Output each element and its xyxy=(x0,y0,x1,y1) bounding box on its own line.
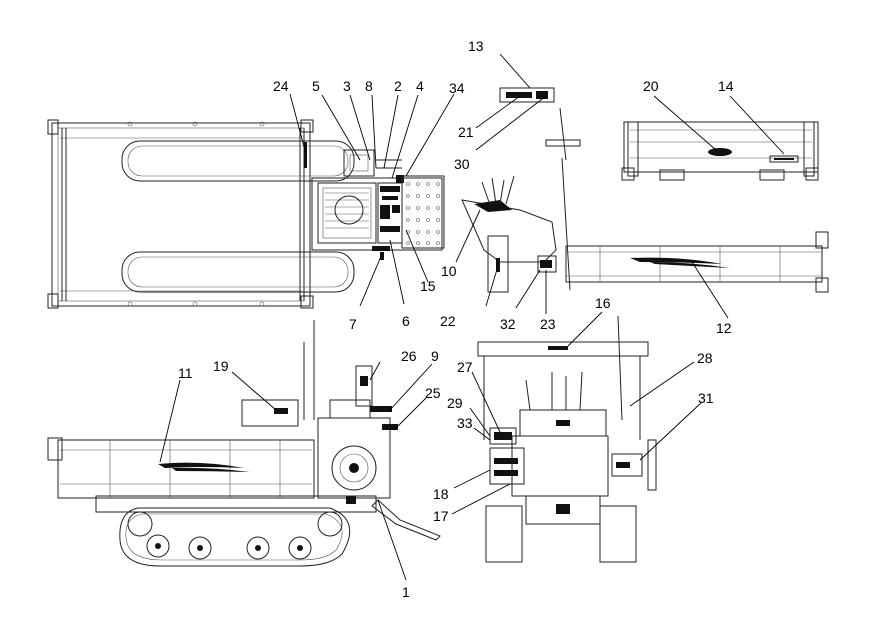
callout-13: 13 xyxy=(468,38,484,54)
callout-4: 4 xyxy=(416,78,424,94)
callout-2: 2 xyxy=(394,78,402,94)
callout-34: 34 xyxy=(449,80,465,96)
callout-15: 15 xyxy=(420,278,436,294)
callout-30: 30 xyxy=(454,156,470,172)
callout-27: 27 xyxy=(457,359,473,375)
callout-20: 20 xyxy=(643,78,659,94)
callout-16: 16 xyxy=(595,295,611,311)
callout-22: 22 xyxy=(440,313,456,329)
callout-3: 3 xyxy=(343,78,351,94)
callout-11: 11 xyxy=(178,365,193,381)
callout-32: 32 xyxy=(500,316,516,332)
decal-detail xyxy=(499,87,555,103)
front-view xyxy=(477,315,657,563)
callout-23: 23 xyxy=(540,316,556,332)
leader-lines xyxy=(159,53,785,581)
callout-19: 19 xyxy=(213,358,229,374)
callout-9: 9 xyxy=(431,348,439,364)
callout-26: 26 xyxy=(401,348,417,364)
callout-8: 8 xyxy=(365,78,373,94)
callout-29: 29 xyxy=(447,395,463,411)
callout-33: 33 xyxy=(457,415,473,431)
callout-25: 25 xyxy=(425,385,441,401)
callout-17: 17 xyxy=(433,508,449,524)
rear-view xyxy=(621,121,819,181)
callout-21: 21 xyxy=(458,124,474,140)
callout-10: 10 xyxy=(441,263,457,279)
top-view xyxy=(47,119,445,309)
side-view xyxy=(47,320,441,567)
callout-labels: 1 2 3 4 5 6 7 8 9 10 11 12 13 14 15 16 1… xyxy=(178,38,734,600)
raised-side-view xyxy=(461,107,829,293)
callout-5: 5 xyxy=(312,78,320,94)
callout-28: 28 xyxy=(697,350,713,366)
callout-7: 7 xyxy=(349,316,357,332)
callout-6: 6 xyxy=(402,313,410,329)
callout-18: 18 xyxy=(433,486,449,502)
callout-31: 31 xyxy=(698,390,714,406)
callout-1: 1 xyxy=(402,584,410,600)
callout-12: 12 xyxy=(716,320,732,336)
callout-24: 24 xyxy=(273,78,289,94)
callout-14: 14 xyxy=(718,78,734,94)
